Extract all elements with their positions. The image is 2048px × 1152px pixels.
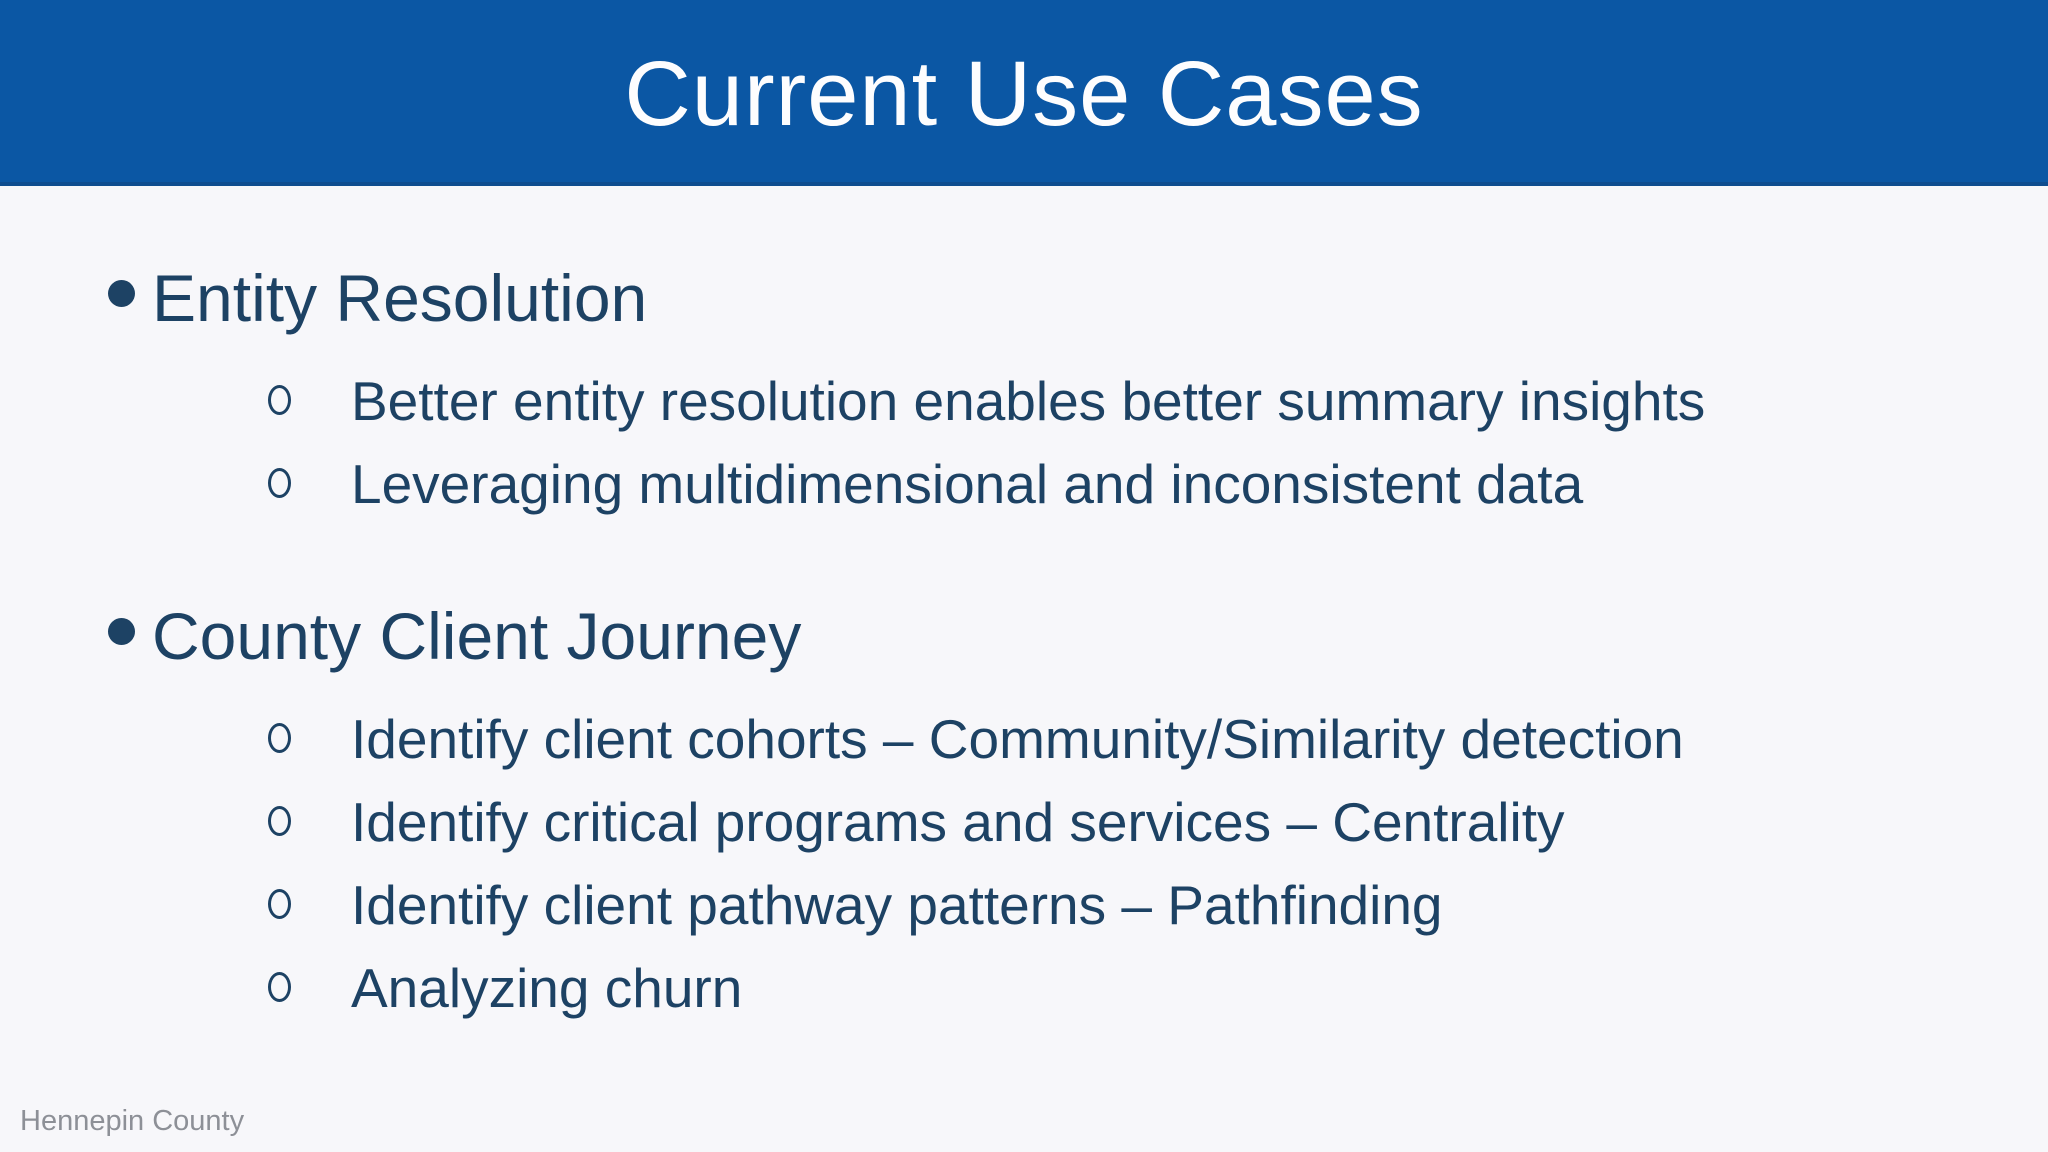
title-bar: Current Use Cases — [0, 0, 2048, 186]
section-county-client-journey: County Client Journey Identify client co… — [0, 588, 2048, 1030]
list-item: Identify client pathway patterns – Pathf… — [0, 864, 2048, 947]
list-item: Better entity resolution enables better … — [0, 360, 2048, 443]
bullet-circle-icon — [268, 468, 291, 498]
list-item: Identify client cohorts – Community/Simi… — [0, 698, 2048, 781]
bullet-circle-icon — [268, 385, 291, 415]
list-item: Analyzing churn — [0, 947, 2048, 1030]
bullet-dot-icon — [108, 280, 135, 307]
bullet-heading: County Client Journey — [0, 588, 2048, 684]
list-item-text: Identify client cohorts – Community/Simi… — [351, 708, 1684, 770]
bullet-circle-icon — [268, 972, 291, 1002]
list-item-text: Analyzing churn — [351, 957, 743, 1019]
bullet-heading-text: County Client Journey — [152, 599, 802, 673]
bullet-circle-icon — [268, 723, 291, 753]
bullet-heading-text: Entity Resolution — [152, 261, 648, 335]
list-item-text: Leveraging multidimensional and inconsis… — [351, 453, 1584, 515]
bullet-dot-icon — [108, 618, 135, 645]
bullet-heading: Entity Resolution — [0, 250, 2048, 346]
list-item: Identify critical programs and services … — [0, 781, 2048, 864]
bullet-circle-icon — [268, 806, 291, 836]
list-item: Leveraging multidimensional and inconsis… — [0, 443, 2048, 526]
slide-body: Entity Resolution Better entity resoluti… — [0, 186, 2048, 1152]
list-item-text: Better entity resolution enables better … — [351, 370, 1706, 432]
footer-text: Hennepin County — [20, 1105, 245, 1137]
slide-footer: Hennepin County — [20, 1105, 244, 1138]
slide-title: Current Use Cases — [624, 42, 1424, 145]
list-item-text: Identify critical programs and services … — [351, 791, 1565, 853]
bullet-circle-icon — [268, 889, 291, 919]
section-entity-resolution: Entity Resolution Better entity resoluti… — [0, 250, 2048, 526]
list-item-text: Identify client pathway patterns – Pathf… — [351, 874, 1443, 936]
